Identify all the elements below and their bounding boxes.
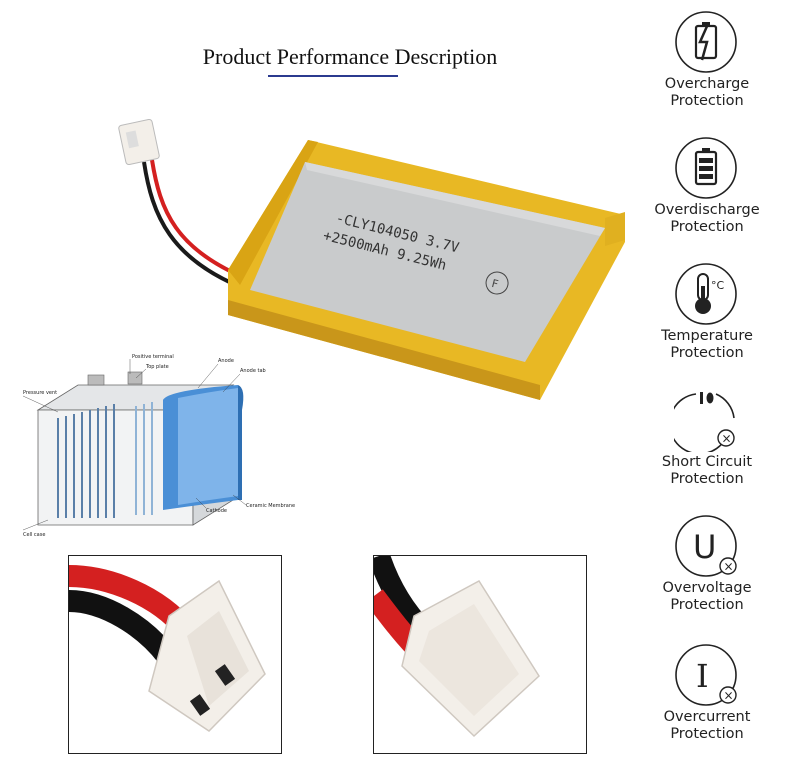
certification-logo-letter: F <box>490 277 499 291</box>
connector-photo-back <box>373 555 587 754</box>
temperature-icon: °C <box>675 263 737 325</box>
overcurrent-icon: I × <box>675 644 737 706</box>
label-ceramic-membrane: Ceramic Membrane <box>246 503 295 509</box>
label-cathode: Cathode <box>206 508 227 514</box>
voltage-letter: U <box>693 528 716 566</box>
label-anode-tab: Anode tab <box>240 368 266 374</box>
overvoltage-icon: U × <box>675 515 737 577</box>
cross-icon: × <box>724 560 734 574</box>
title-underline <box>268 75 398 77</box>
celsius-unit-text: °C <box>711 279 725 292</box>
label-pressure-vent: Pressure vent <box>23 390 57 396</box>
battery-photo: -CLY104050 3.7V +2500mAh 9.25Wh F <box>100 100 640 420</box>
red-wire <box>150 159 251 282</box>
label-cell-case: Cell case <box>23 532 45 538</box>
cross-icon: × <box>722 432 732 446</box>
battery-connector <box>118 118 160 166</box>
current-letter: I <box>696 657 709 695</box>
label-anode: Anode <box>218 358 234 364</box>
short-circuit-icon: × <box>674 392 735 452</box>
cell-structure-diagram: Positive terminal Top plate Anode Anode … <box>18 350 318 550</box>
cross-icon: × <box>724 689 734 703</box>
label-positive-terminal: Positive terminal <box>132 354 174 360</box>
certification-logo-icon <box>485 271 509 295</box>
black-wire <box>142 161 249 292</box>
page-title: Product Performance Description <box>202 44 498 69</box>
overdischarge-icon <box>675 137 737 199</box>
connector-photo-front <box>68 555 282 754</box>
overcharge-icon <box>675 11 737 73</box>
label-top-plate: Top plate <box>145 364 169 370</box>
